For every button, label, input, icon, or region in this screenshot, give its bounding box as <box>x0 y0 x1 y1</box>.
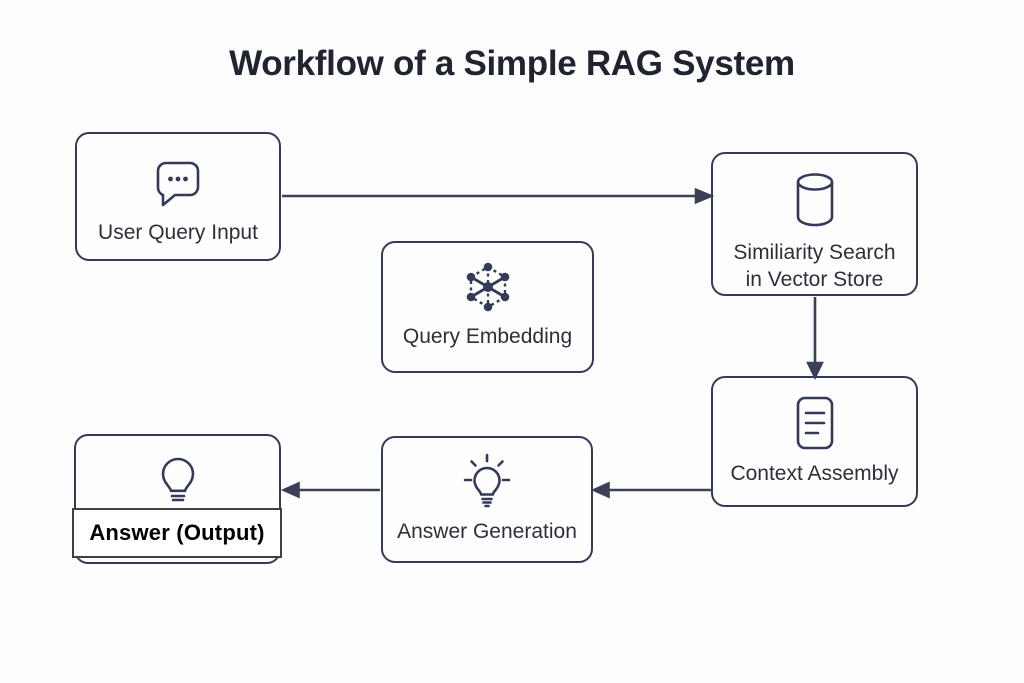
document-icon <box>790 394 840 452</box>
lightbulb-rays-icon <box>458 452 516 512</box>
lightbulb-icon <box>148 452 208 512</box>
node-answer-generation: Answer Generation <box>381 436 593 563</box>
arrow-user-query-to-similarity-search <box>282 187 715 205</box>
node-label: Similiarity Search in Vector Store <box>733 241 896 292</box>
node-query-embedding: Query Embedding <box>381 241 594 373</box>
arrow-similarity-search-to-context-assembly <box>806 297 824 380</box>
network-graph-icon <box>460 259 516 315</box>
node-user-query-input: User Query Input <box>75 132 281 261</box>
answer-output-label: Answer (Output) <box>89 520 265 545</box>
answer-output-label-box: Answer (Output) <box>72 508 282 558</box>
node-label: Query Embedding <box>402 325 573 348</box>
arrow-context-assembly-to-answer-generation <box>590 481 711 499</box>
node-label: Answer Generation <box>397 520 577 543</box>
node-context-assembly: Context Assembly <box>711 376 918 507</box>
arrow-answer-generation-to-answer-output <box>280 481 380 499</box>
node-similarity-search: Similiarity Search in Vector Store <box>711 152 918 296</box>
database-cylinder-icon <box>788 170 842 232</box>
chat-bubble-icon <box>149 154 207 210</box>
node-label: Context Assembly <box>730 462 899 485</box>
diagram-title: Workflow of a Simple RAG System <box>229 44 795 83</box>
node-label: User Query Input <box>98 221 258 244</box>
